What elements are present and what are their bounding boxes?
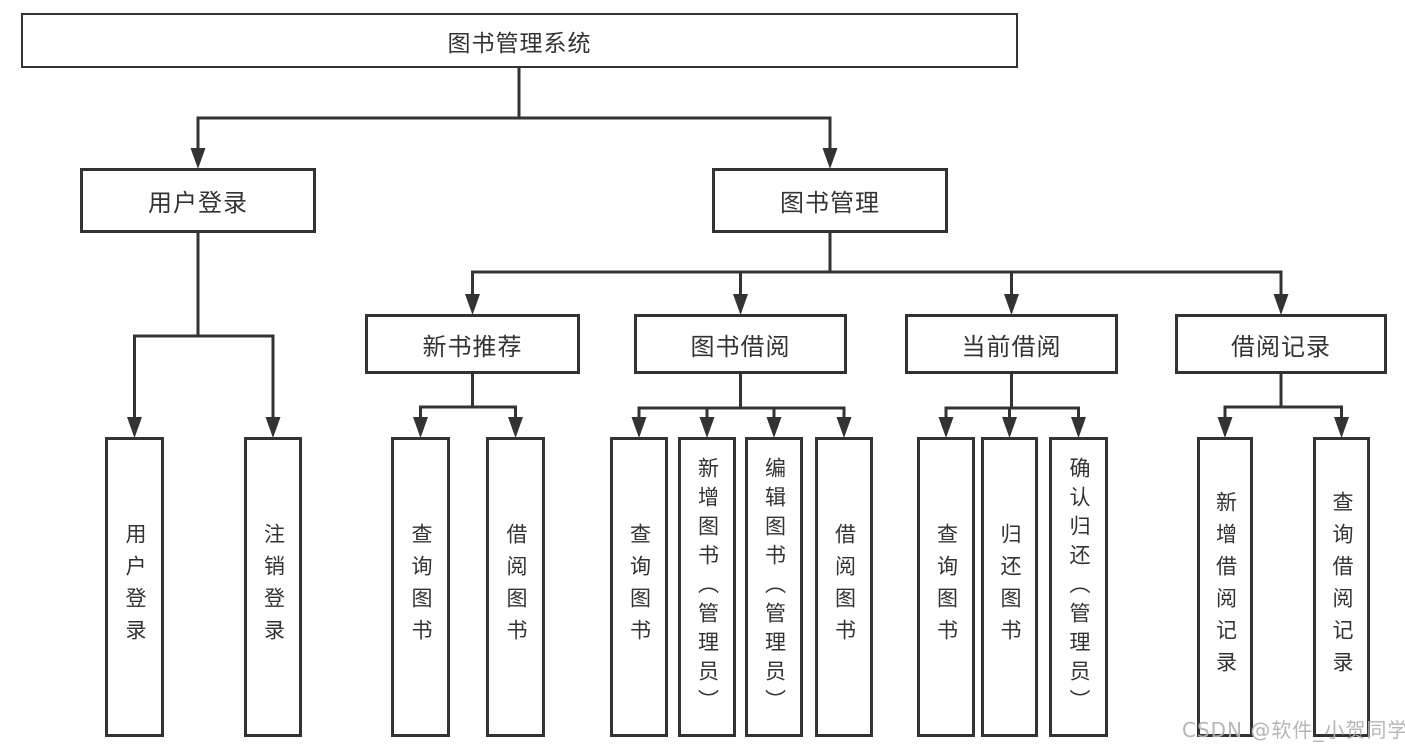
- leaf-label: 注销登录: [261, 523, 286, 651]
- leaf-label: 新增图书（管理员）: [695, 456, 720, 718]
- leaf-label: 查询图书: [934, 523, 959, 651]
- node-user-login: 用户登录: [80, 168, 316, 233]
- leaf-label: 查询借阅记录: [1330, 491, 1354, 683]
- leaf-query-books-1: 查询图书: [391, 437, 450, 737]
- node-borrow-records: 借阅记录: [1175, 314, 1387, 374]
- leaf-return-book: 归还图书: [981, 437, 1038, 737]
- leaf-label: 编辑图书（管理员）: [762, 456, 787, 718]
- node-new-book-recommend: 新书推荐: [365, 314, 580, 374]
- node-book-borrowing: 图书借阅: [634, 314, 847, 374]
- node-label: 当前借阅: [961, 332, 1062, 361]
- node-label: 用户登录: [148, 189, 248, 217]
- leaf-edit-book-admin: 编辑图书（管理员）: [745, 437, 803, 737]
- leaf-borrow-books-2: 借阅图书: [815, 437, 873, 737]
- leaf-query-borrow-record: 查询借阅记录: [1313, 437, 1370, 737]
- leaf-user-login: 用户登录: [105, 437, 164, 737]
- leaf-label: 归还图书: [998, 523, 1022, 651]
- leaf-label: 借阅图书: [504, 523, 528, 651]
- node-current-borrowing: 当前借阅: [905, 314, 1118, 374]
- node-label: 图书管理系统: [447, 30, 592, 57]
- leaf-add-borrow-record: 新增借阅记录: [1197, 437, 1253, 737]
- leaf-confirm-return-admin: 确认归还（管理员）: [1049, 437, 1108, 737]
- leaf-logout: 注销登录: [244, 437, 302, 737]
- leaf-label: 查询图书: [627, 523, 652, 651]
- leaf-label: 确认归还（管理员）: [1067, 456, 1091, 718]
- leaf-label: 借阅图书: [832, 523, 857, 651]
- leaf-add-book-admin: 新增图书（管理员）: [678, 437, 736, 737]
- node-label: 新书推荐: [422, 332, 523, 361]
- leaf-borrow-books-1: 借阅图书: [486, 437, 545, 737]
- node-label: 图书管理: [780, 189, 880, 217]
- arrowheads-group: [127, 148, 1349, 438]
- node-book-management: 图书管理: [712, 168, 948, 233]
- leaf-query-books-3: 查询图书: [917, 437, 975, 737]
- leaf-label: 新增借阅记录: [1213, 491, 1238, 683]
- node-label: 借阅记录: [1231, 332, 1331, 361]
- leaf-query-books-2: 查询图书: [610, 437, 668, 737]
- node-library-management-system: 图书管理系统: [21, 13, 1018, 68]
- leaf-label: 查询图书: [409, 523, 433, 651]
- node-label: 图书借阅: [690, 332, 791, 361]
- csdn-watermark: CSDN @软件_小贺同学: [1182, 718, 1405, 742]
- leaf-label: 用户登录: [123, 523, 147, 651]
